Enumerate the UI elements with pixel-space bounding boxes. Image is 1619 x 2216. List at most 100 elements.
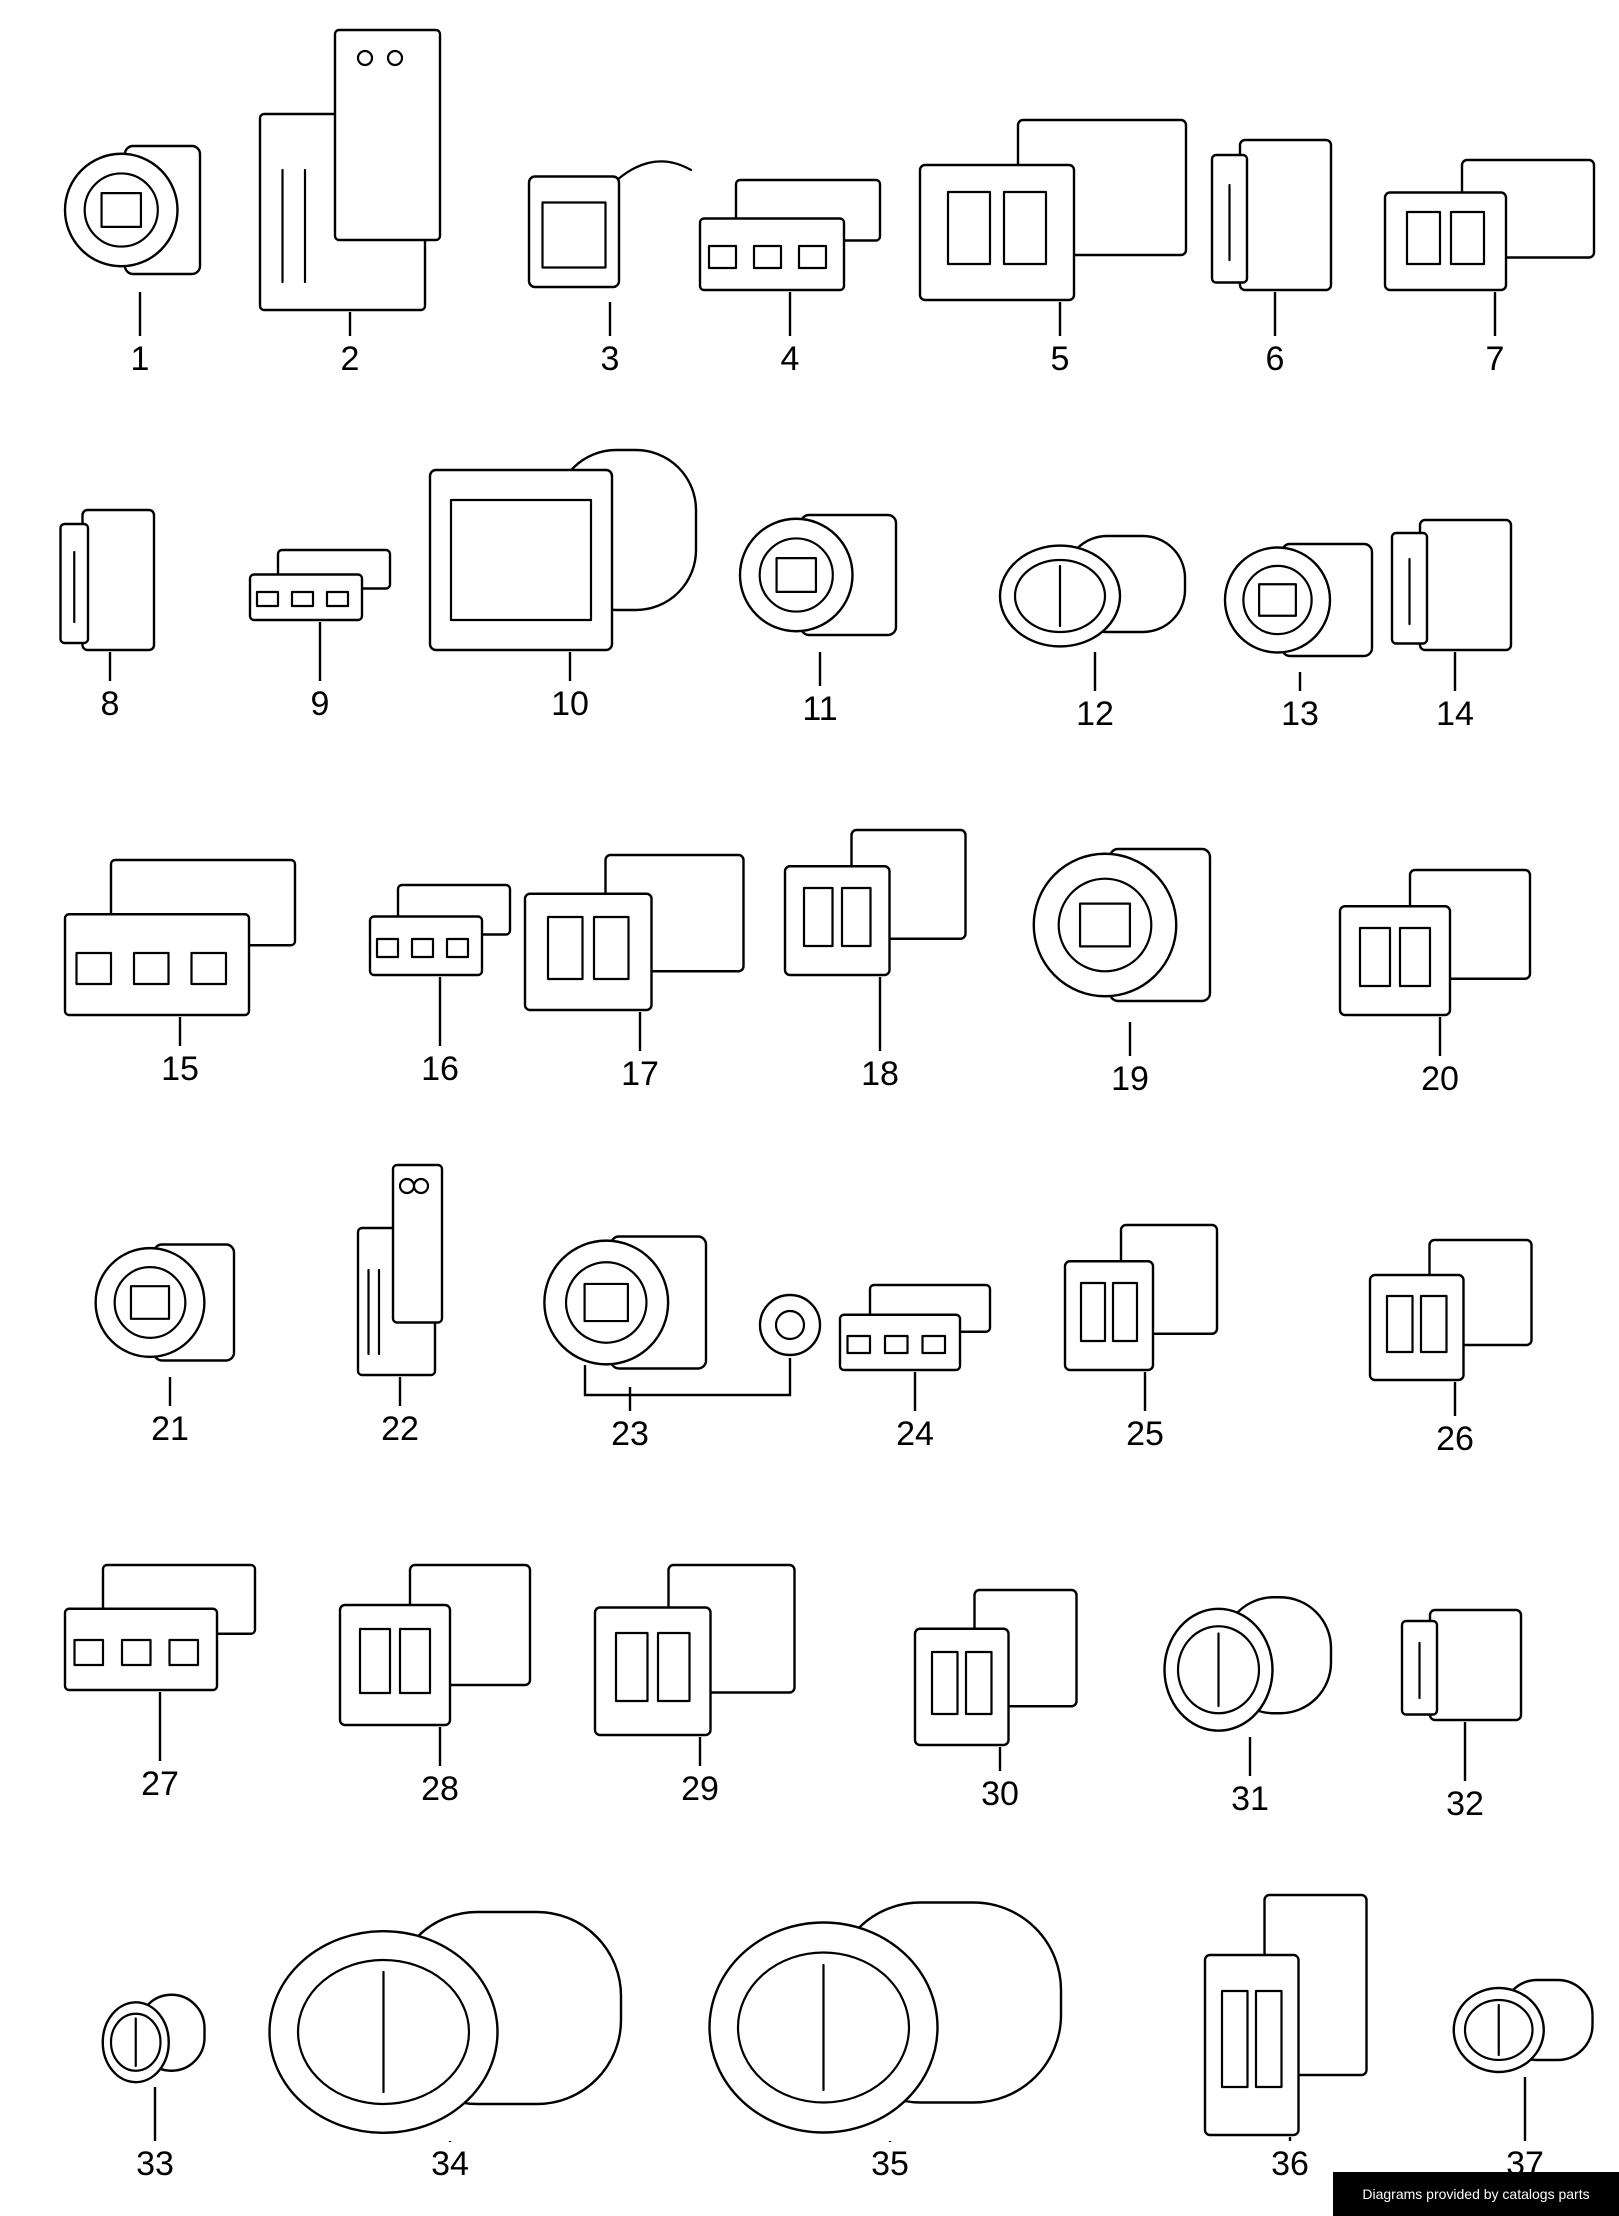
- connector-part: 29: [593, 1563, 796, 1808]
- part-23-bracket: [583, 1293, 822, 1397]
- part-number-label: 19: [1111, 1060, 1149, 1098]
- connector-part: 6: [1210, 138, 1333, 378]
- connector-drawing: [543, 1235, 708, 1370]
- credit-banner: Diagrams provided by catalogs parts: [1333, 2172, 1619, 2216]
- part-number-label: 5: [1051, 340, 1070, 378]
- connector-part: 1: [63, 144, 202, 378]
- connector-drawing: [698, 178, 882, 292]
- part-number-label: 7: [1486, 340, 1505, 378]
- connector-drawing: [63, 858, 297, 1017]
- connector-part: 10: [428, 448, 698, 723]
- connector-part: 21: [94, 1243, 236, 1448]
- part-number-label: 28: [421, 1770, 459, 1808]
- connector-drawing: [356, 1163, 444, 1377]
- part-number-label: 32: [1446, 1785, 1484, 1823]
- part-number-label: 23: [611, 1415, 649, 1453]
- part-number-label: 1: [131, 340, 150, 378]
- part-number-label: 4: [781, 340, 800, 378]
- connector-drawing: [1063, 1223, 1219, 1372]
- part-number-label: 27: [141, 1765, 179, 1803]
- connector-drawing: [101, 1993, 206, 2084]
- connector-drawing: [368, 883, 512, 977]
- connector-drawing: [63, 144, 202, 276]
- connector-drawing: [428, 448, 698, 652]
- connector-drawing: [1163, 1596, 1333, 1732]
- connector-drawing: [1368, 1238, 1533, 1382]
- connector-part: 8: [59, 508, 156, 723]
- connector-part: 15: [63, 858, 297, 1088]
- connector-drawing: [738, 513, 898, 637]
- connector-part: 12: [998, 534, 1187, 733]
- connector-drawing: [783, 828, 967, 977]
- connector-drawing: [1032, 847, 1212, 1003]
- connector-drawing: [838, 1283, 992, 1372]
- part-number-label: 2: [341, 340, 360, 378]
- connector-drawing: [708, 1901, 1063, 2134]
- part-number-label: 3: [601, 340, 620, 378]
- part-number-label: 11: [802, 690, 837, 728]
- connector-part: 30: [913, 1588, 1078, 1813]
- part-number-label: 25: [1126, 1415, 1164, 1453]
- connector-part: 20: [1338, 868, 1532, 1098]
- part-number-label: 24: [896, 1415, 934, 1453]
- connector-part: 4: [698, 178, 882, 378]
- part-number-label: 9: [311, 685, 330, 723]
- connector-part: 33: [101, 1993, 206, 2183]
- connector-part: 18: [783, 828, 967, 1093]
- part-number-label: 34: [431, 2145, 469, 2183]
- connector-part: 13: [1223, 542, 1374, 733]
- part-number-label: 35: [871, 2145, 909, 2183]
- part-number-label: 30: [981, 1775, 1019, 1813]
- connector-drawing: [1400, 1608, 1523, 1722]
- connector-drawing: [94, 1243, 236, 1362]
- part-number-label: 22: [381, 1410, 419, 1448]
- part-number-label: 10: [551, 685, 589, 723]
- connector-drawing: [1452, 1978, 1594, 2074]
- connector-part: 24: [838, 1283, 992, 1453]
- part-number-label: 21: [151, 1410, 189, 1448]
- part-number-label: 31: [1231, 1780, 1269, 1818]
- connector-part: 5: [918, 118, 1188, 378]
- connector-drawing: [59, 508, 156, 652]
- connector-drawing: [1210, 138, 1333, 292]
- connector-drawing: [918, 118, 1188, 302]
- connector-part: 23: [543, 1235, 708, 1453]
- part-number-label: 18: [861, 1055, 899, 1093]
- part-number-label: 6: [1266, 340, 1285, 378]
- part-number-label: 17: [621, 1055, 659, 1093]
- connector-drawing: [338, 1563, 532, 1727]
- connector-part: 31: [1163, 1596, 1333, 1818]
- connector-drawing: [1338, 868, 1532, 1017]
- part-number-label: 16: [421, 1050, 459, 1088]
- connector-part: 22: [356, 1163, 444, 1448]
- part-number-label: 8: [101, 685, 120, 723]
- connector-drawing: [523, 853, 745, 1012]
- connector-drawing: [268, 1910, 623, 2134]
- connector-drawing: [1390, 518, 1513, 652]
- connector-part: 27: [63, 1563, 257, 1803]
- connector-drawing: [527, 160, 693, 289]
- connector-drawing: [1383, 158, 1596, 292]
- connector-part: 34: [268, 1910, 623, 2183]
- connector-part: 36: [1203, 1893, 1368, 2183]
- connector-part: 32: [1400, 1608, 1523, 1823]
- part-number-label: 14: [1436, 695, 1474, 733]
- connector-part: 28: [338, 1563, 532, 1808]
- connector-part: 26: [1368, 1238, 1533, 1458]
- connector-drawing: [593, 1563, 796, 1737]
- connector-part: 7: [1383, 158, 1596, 378]
- connector-part: 17: [523, 853, 745, 1093]
- connector-drawing: [1223, 542, 1374, 658]
- part-number-label: 33: [136, 2145, 174, 2183]
- part-number-label: 15: [161, 1050, 199, 1088]
- connector-part: 3: [527, 160, 693, 378]
- part-number-label: 36: [1271, 2145, 1309, 2183]
- connector-drawing: [913, 1588, 1078, 1747]
- connector-drawing: [998, 534, 1187, 648]
- connector-part: 9: [248, 548, 392, 723]
- connector-part: 16: [368, 883, 512, 1088]
- connector-part: 35: [708, 1901, 1063, 2183]
- connector-drawing: [248, 548, 392, 622]
- part-number-label: 13: [1281, 695, 1319, 733]
